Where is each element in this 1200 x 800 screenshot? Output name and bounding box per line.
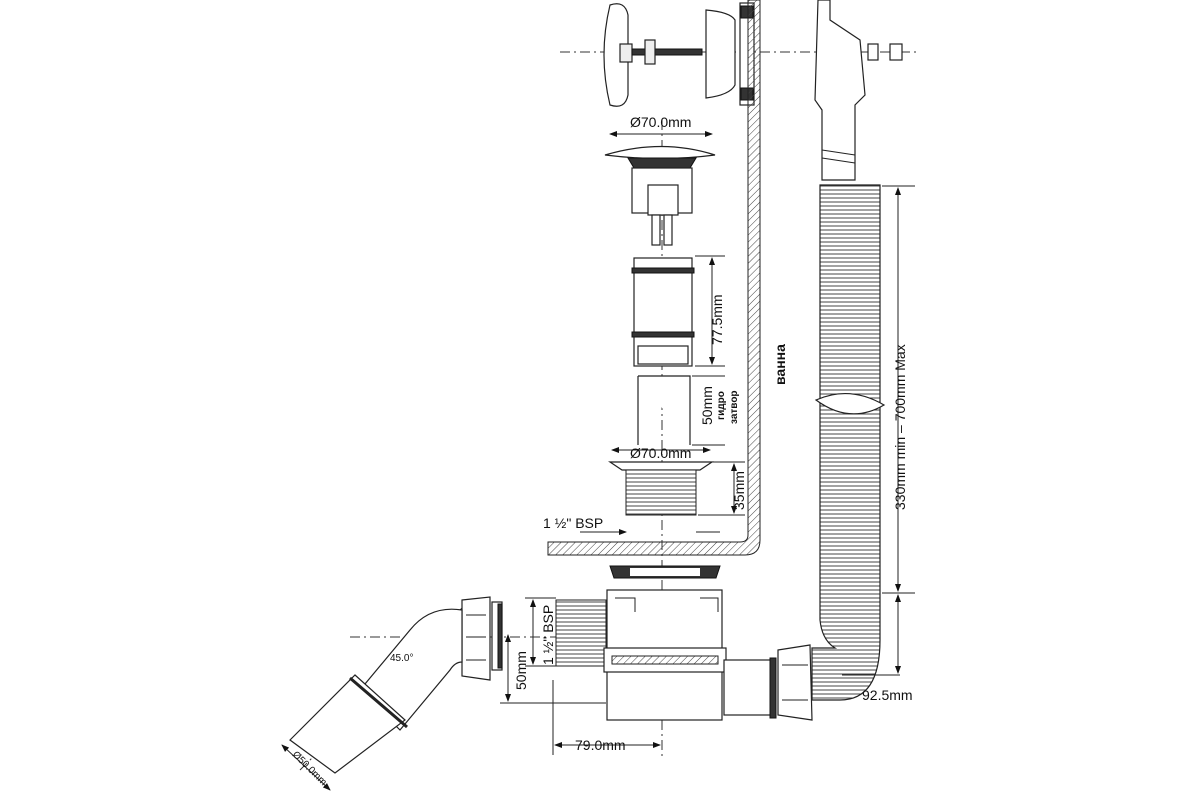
seal-height-label: 50mm bbox=[699, 386, 715, 425]
hose-length-label: 330mm min – 700mm Max bbox=[892, 344, 908, 510]
overflow-cover bbox=[603, 2, 755, 107]
bath-label: ванна bbox=[772, 344, 788, 385]
drain-plug bbox=[604, 145, 716, 246]
trap-body bbox=[555, 589, 813, 721]
drain-flange bbox=[608, 461, 714, 516]
overflow-body bbox=[814, 0, 903, 181]
side-bsp-label: 1 ½" BSP bbox=[540, 605, 556, 665]
stand-pipe bbox=[631, 257, 695, 367]
elbow-angle-label: 45.0° bbox=[390, 653, 413, 664]
flange-diameter-label: Ø70.0mm bbox=[630, 445, 691, 461]
cylinder-height-label: 77.5mm bbox=[709, 294, 725, 345]
elbow-pipe bbox=[289, 596, 503, 774]
offset-label: 79.0mm bbox=[575, 737, 626, 753]
side-height-label: 50mm bbox=[513, 651, 529, 690]
water-seal-shell bbox=[637, 375, 691, 445]
seal-word-2: затвор bbox=[729, 390, 740, 424]
seal-word-1: гидро bbox=[716, 391, 727, 420]
outlet-height-label: 92.5mm bbox=[862, 687, 913, 703]
thread-height-label: 35mm bbox=[731, 471, 747, 510]
flexible-hose bbox=[811, 184, 881, 701]
bath-wall bbox=[547, 0, 761, 556]
plug-diameter-label: Ø70.0mm bbox=[630, 114, 691, 130]
thread-bsp-label: 1 ½" BSP bbox=[543, 515, 603, 531]
